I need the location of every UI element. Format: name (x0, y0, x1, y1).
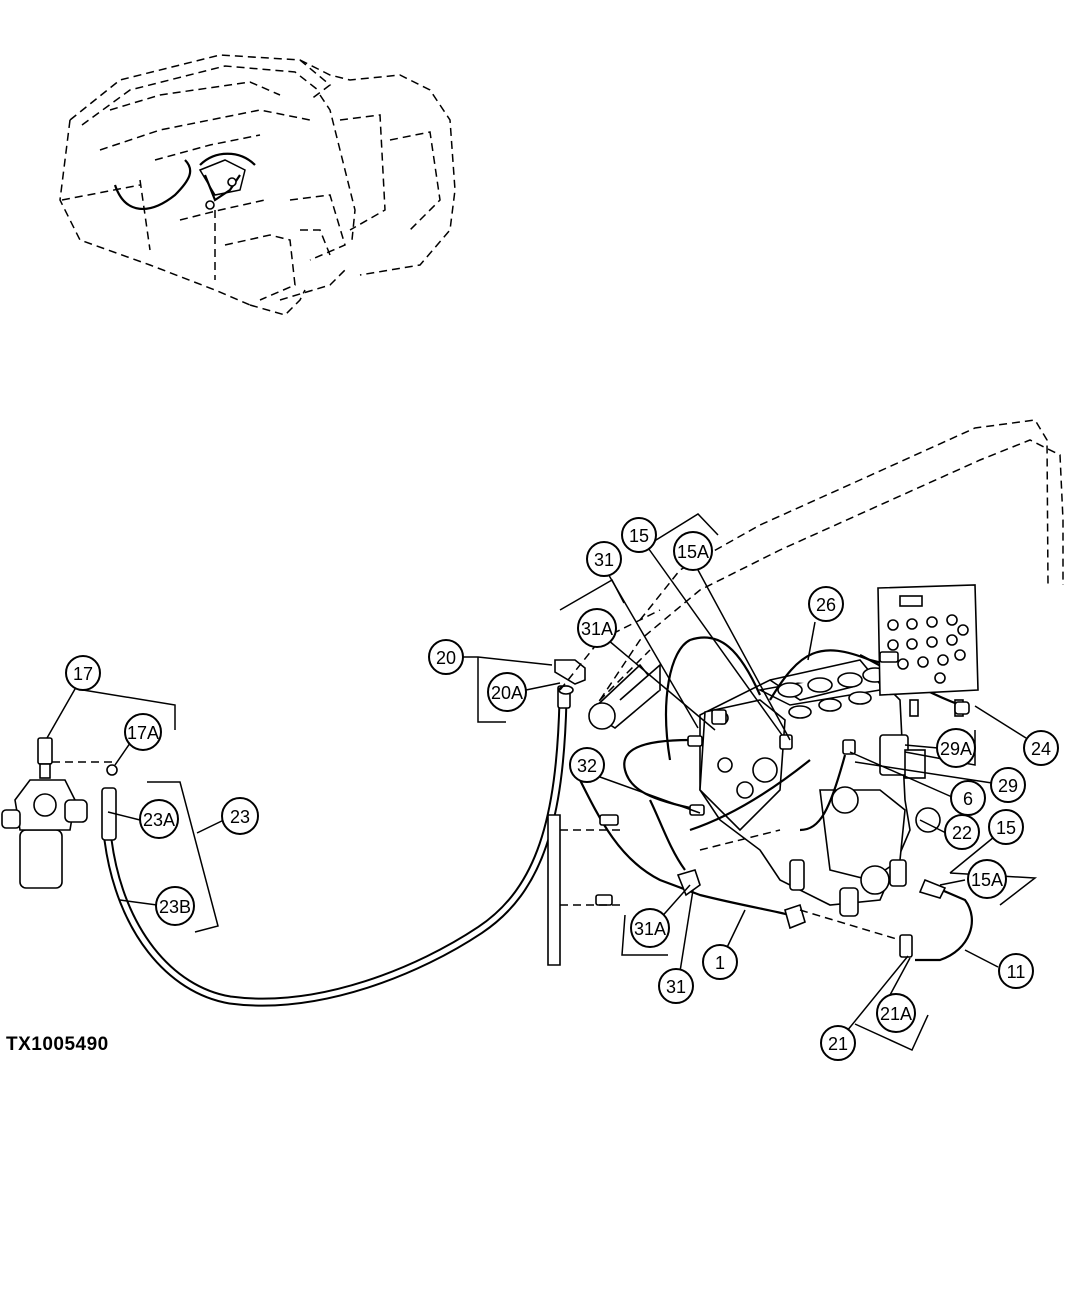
hose-23 (101, 685, 571, 1007)
svg-text:26: 26 (816, 595, 836, 615)
svg-text:11: 11 (1007, 962, 1026, 982)
svg-text:23: 23 (230, 807, 250, 827)
svg-text:21A: 21A (880, 1004, 912, 1024)
callout-29: 29 (990, 767, 1026, 803)
svg-text:6: 6 (963, 789, 973, 809)
callout-31-bottom: 31 (658, 968, 694, 1004)
return-filter-assembly (1, 737, 118, 889)
callout-6: 6 (950, 780, 986, 816)
callout-20A: 20A (487, 672, 527, 712)
svg-text:1: 1 (715, 953, 725, 973)
figure-id-label: TX1005490 (6, 1034, 109, 1055)
svg-text:29: 29 (998, 776, 1018, 796)
svg-text:31: 31 (594, 550, 614, 570)
callout-29A: 29A (936, 728, 976, 768)
svg-text:15A: 15A (677, 542, 709, 562)
callout-20: 20 (428, 639, 464, 675)
callout-23B: 23B (155, 886, 195, 926)
svg-text:31A: 31A (581, 619, 613, 639)
svg-text:23B: 23B (159, 897, 191, 917)
svg-text:23A: 23A (143, 810, 175, 830)
callout-26: 26 (808, 586, 844, 622)
callout-15-top: 15 (621, 517, 657, 553)
callout-21: 21 (820, 1025, 856, 1061)
svg-text:20: 20 (436, 648, 456, 668)
callout-31A-bottom: 31A (630, 908, 670, 948)
pilot-valve-block (877, 584, 979, 717)
svg-text:22: 22 (952, 823, 972, 843)
callout-23: 23 (221, 797, 259, 835)
callout-1: 1 (702, 944, 738, 980)
svg-text:20A: 20A (491, 683, 523, 703)
svg-text:17: 17 (73, 664, 93, 684)
svg-text:24: 24 (1031, 739, 1051, 759)
svg-text:15: 15 (629, 526, 649, 546)
svg-text:15A: 15A (971, 870, 1003, 890)
svg-text:21: 21 (828, 1034, 848, 1054)
callout-31A-top: 31A (577, 608, 617, 648)
svg-text:29A: 29A (940, 739, 972, 759)
callout-15A-right: 15A (967, 859, 1007, 899)
svg-text:31: 31 (666, 977, 686, 997)
svg-text:32: 32 (577, 756, 597, 776)
machine-overview-illustration (59, 54, 456, 316)
callout-15A-top: 15A (673, 531, 713, 571)
svg-text:15: 15 (996, 818, 1016, 838)
callout-24: 24 (1023, 730, 1059, 766)
callout-23A: 23A (139, 799, 179, 839)
callout-17A: 17A (124, 713, 162, 751)
callout-31-top: 31 (586, 541, 622, 577)
callout-21A: 21A (876, 993, 916, 1033)
callout-17: 17 (65, 655, 101, 691)
callout-32: 32 (569, 747, 605, 783)
svg-text:31A: 31A (634, 919, 666, 939)
callout-22: 22 (944, 814, 980, 850)
callout-15-right: 15 (988, 809, 1024, 845)
svg-text:17A: 17A (127, 723, 159, 743)
callout-11: 11 (998, 953, 1034, 989)
